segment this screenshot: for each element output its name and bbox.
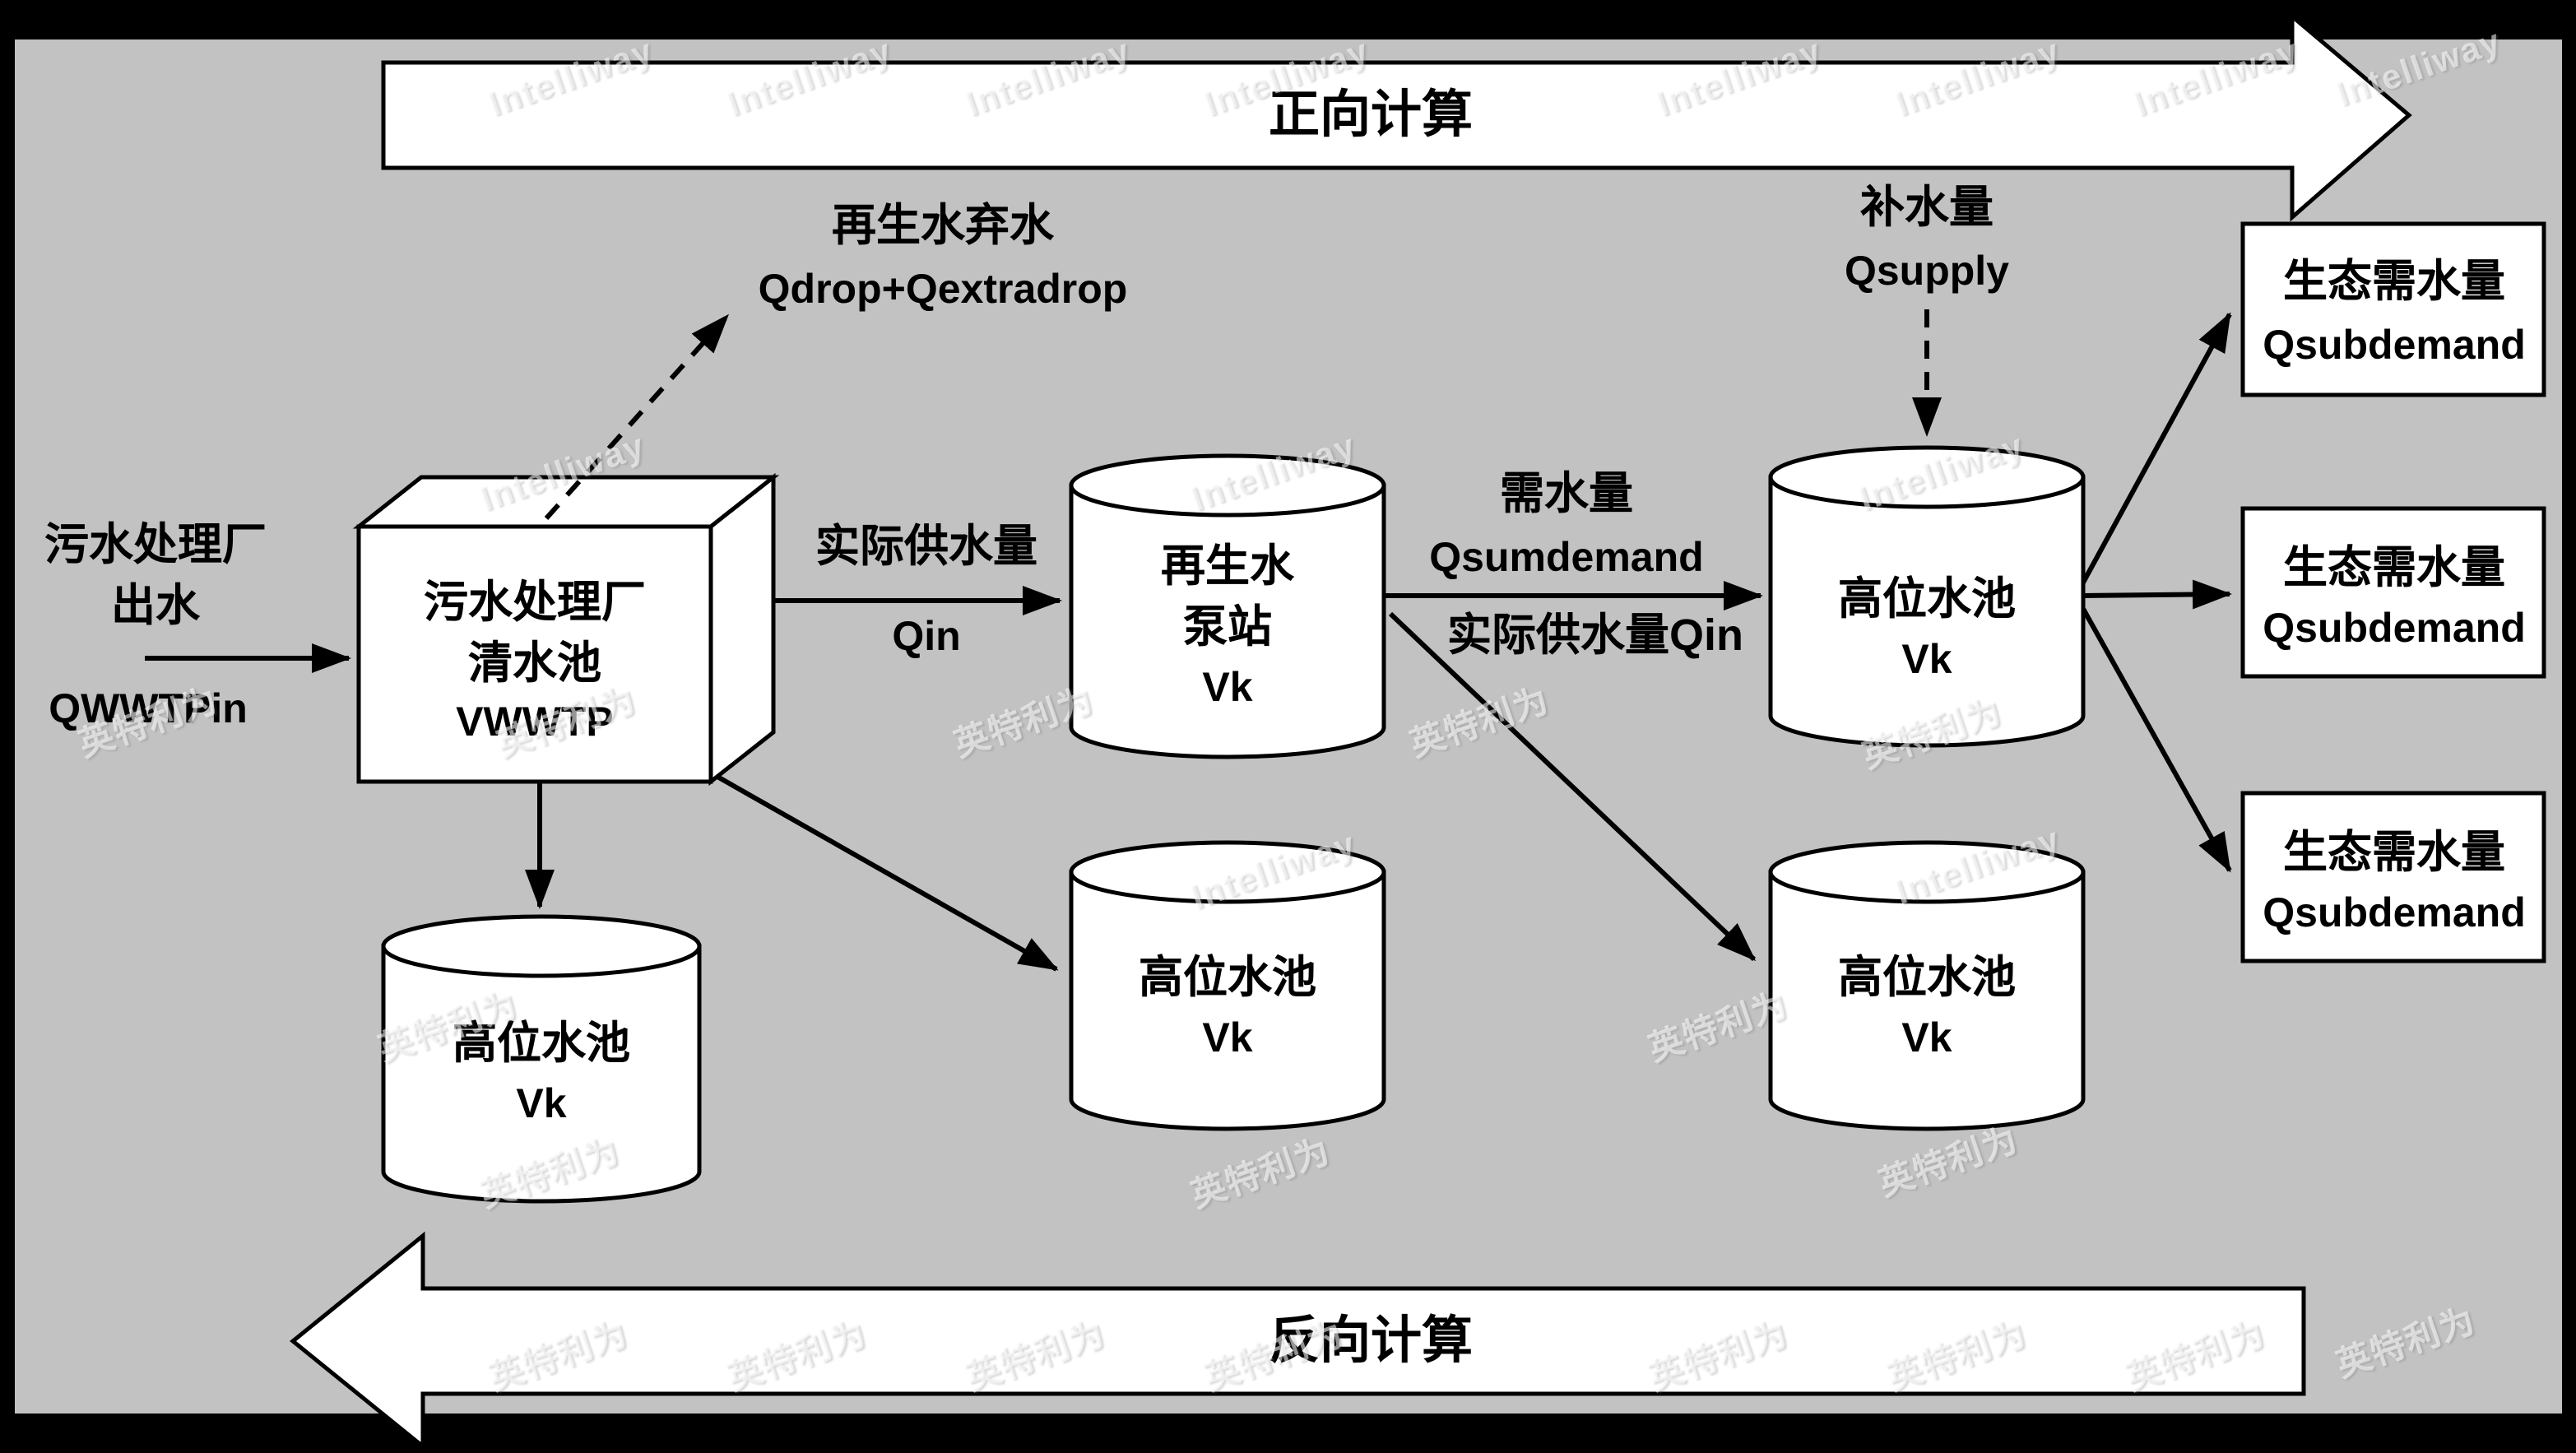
eco-demand-box-3 [2240,791,2546,963]
backward-banner-arrow [290,1231,2306,1451]
middle-elevated-tank-cylinder [1069,840,1386,1131]
arrow-main-tank-to-eco-1 [2081,312,2232,584]
arrow-box-to-drop-dashed [544,313,730,520]
wwtp-box [352,472,780,787]
pump-station-cylinder [1069,453,1386,759]
eco-demand-box-2 [2240,506,2546,679]
wwtp-box-side-face [708,472,776,787]
wwtp-box-front-face [356,524,713,784]
left-elevated-tank-cylinder [381,914,702,1204]
arrow-box-to-middle-tank [716,774,1059,972]
main-elevated-tank-cylinder [1768,445,2086,748]
arrow-main-tank-to-eco-2 [2082,579,2232,610]
eco-demand-box-1 [2240,221,2546,397]
arrow-main-tank-to-eco-3 [2081,607,2232,873]
right-elevated-tank-cylinder [1768,840,2086,1131]
forward-banner-arrow [381,12,2412,222]
wwtp-box-top-face [352,475,780,529]
arrow-pump-to-right-tank [1388,611,1757,962]
